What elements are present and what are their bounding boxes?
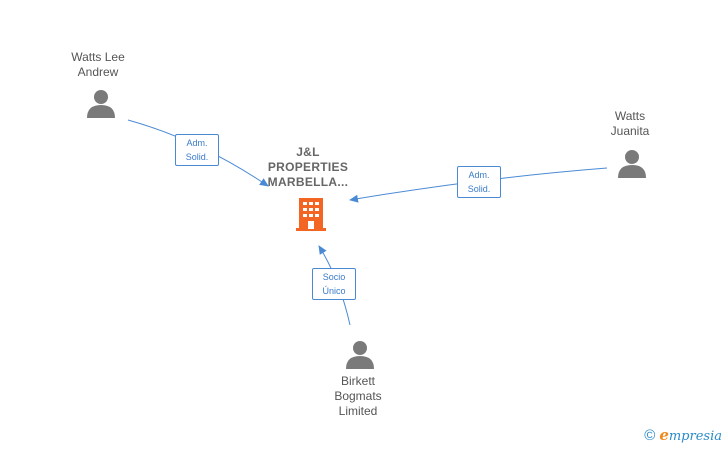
edge-label-line: Adm.	[186, 138, 208, 148]
brand-logo: empresia	[659, 426, 722, 444]
person-label-line: Watts	[614, 109, 646, 123]
company-name-line: J&L	[296, 145, 320, 159]
person-label-line: Birkett	[340, 374, 375, 388]
edge-label-line: Adm.	[468, 170, 490, 180]
edge-label-line: Solid.	[185, 152, 209, 162]
edge-label-line: Socio	[322, 272, 346, 282]
person-icon[interactable]	[345, 339, 375, 369]
edge-label-line: Solid.	[467, 184, 491, 194]
copyright-icon: ©	[644, 426, 656, 444]
person-label-birkett-bogmats[interactable]: Birkett Bogmats Limited	[308, 374, 408, 419]
person-label-line: Watts Lee	[71, 50, 125, 64]
company-name-line: MARBELLA...	[267, 175, 349, 189]
brand-initial: e	[659, 426, 669, 444]
person-icon[interactable]	[86, 88, 116, 118]
building-icon[interactable]	[294, 196, 328, 232]
person-label-line: Bogmats	[334, 389, 382, 403]
brand-name: mpresia	[668, 429, 722, 444]
person-label-line: Juanita	[610, 124, 650, 138]
company-name[interactable]: J&L PROPERTIES MARBELLA...	[248, 145, 368, 190]
edge-label-line: Único	[322, 286, 346, 296]
edge-label-birkett[interactable]: Socio Único	[312, 268, 356, 300]
person-label-line: Limited	[338, 404, 378, 418]
person-label-watts-lee-andrew[interactable]: Watts Lee Andrew	[48, 50, 148, 80]
person-icon[interactable]	[617, 148, 647, 178]
brand-footer[interactable]: © empresia	[644, 426, 722, 444]
edge-label-watts-juanita[interactable]: Adm. Solid.	[457, 166, 501, 198]
company-name-line: PROPERTIES	[267, 160, 349, 174]
person-label-watts-juanita[interactable]: Watts Juanita	[590, 109, 670, 139]
edge-label-watts-lee[interactable]: Adm. Solid.	[175, 134, 219, 166]
person-label-line: Andrew	[77, 65, 119, 79]
